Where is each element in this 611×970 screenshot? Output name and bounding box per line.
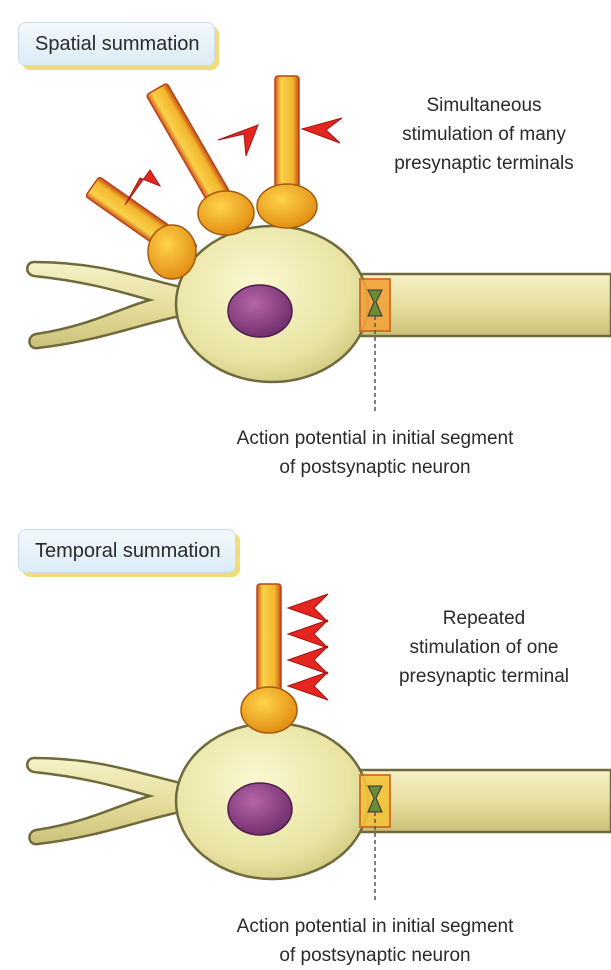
caption-line: of postsynaptic neuron bbox=[185, 941, 565, 970]
nucleus bbox=[228, 783, 292, 835]
spatial-action-potential-caption: Action potential in initial segment of p… bbox=[185, 424, 565, 482]
note-line: presynaptic terminal bbox=[368, 662, 600, 691]
note-line: presynaptic terminals bbox=[368, 149, 600, 178]
presynaptic-terminal bbox=[198, 191, 254, 235]
temporal-stimulation-note: Repeated stimulation of one presynaptic … bbox=[368, 604, 600, 691]
stimulus-arrow bbox=[302, 118, 342, 143]
spatial-summation-title: Spatial summation bbox=[18, 22, 215, 66]
note-line: Simultaneous bbox=[368, 91, 600, 120]
caption-line: Action potential in initial segment bbox=[185, 424, 565, 453]
stimulus-arrow bbox=[288, 672, 328, 700]
nucleus bbox=[228, 285, 292, 337]
presynaptic-terminal bbox=[148, 225, 196, 279]
dendrite bbox=[27, 758, 190, 844]
caption-line: Action potential in initial segment bbox=[185, 912, 565, 941]
note-line: stimulation of one bbox=[368, 633, 600, 662]
spatial-summation-panel: Spatial summation Simultaneous stimulati… bbox=[0, 0, 611, 484]
stimulus-arrow bbox=[288, 594, 328, 622]
note-line: Repeated bbox=[368, 604, 600, 633]
presynaptic-fiber-3 bbox=[275, 76, 299, 200]
caption-line: of postsynaptic neuron bbox=[185, 453, 565, 482]
presynaptic-fiber bbox=[257, 584, 281, 700]
temporal-action-potential-caption: Action potential in initial segment of p… bbox=[185, 912, 565, 970]
temporal-summation-panel: Temporal summation Repeated stimulation … bbox=[0, 484, 611, 969]
stimulus-arrow bbox=[288, 646, 328, 674]
spatial-stimulation-note: Simultaneous stimulation of many presyna… bbox=[368, 91, 600, 178]
stimulus-arrow bbox=[218, 125, 258, 156]
presynaptic-terminal bbox=[257, 184, 317, 228]
spatial-neuron-illustration bbox=[0, 0, 611, 484]
stimulus-arrow bbox=[288, 620, 328, 648]
presynaptic-terminal bbox=[241, 687, 297, 733]
presynaptic-fiber-2 bbox=[146, 83, 232, 208]
note-line: stimulation of many bbox=[368, 120, 600, 149]
temporal-summation-title: Temporal summation bbox=[18, 529, 236, 573]
